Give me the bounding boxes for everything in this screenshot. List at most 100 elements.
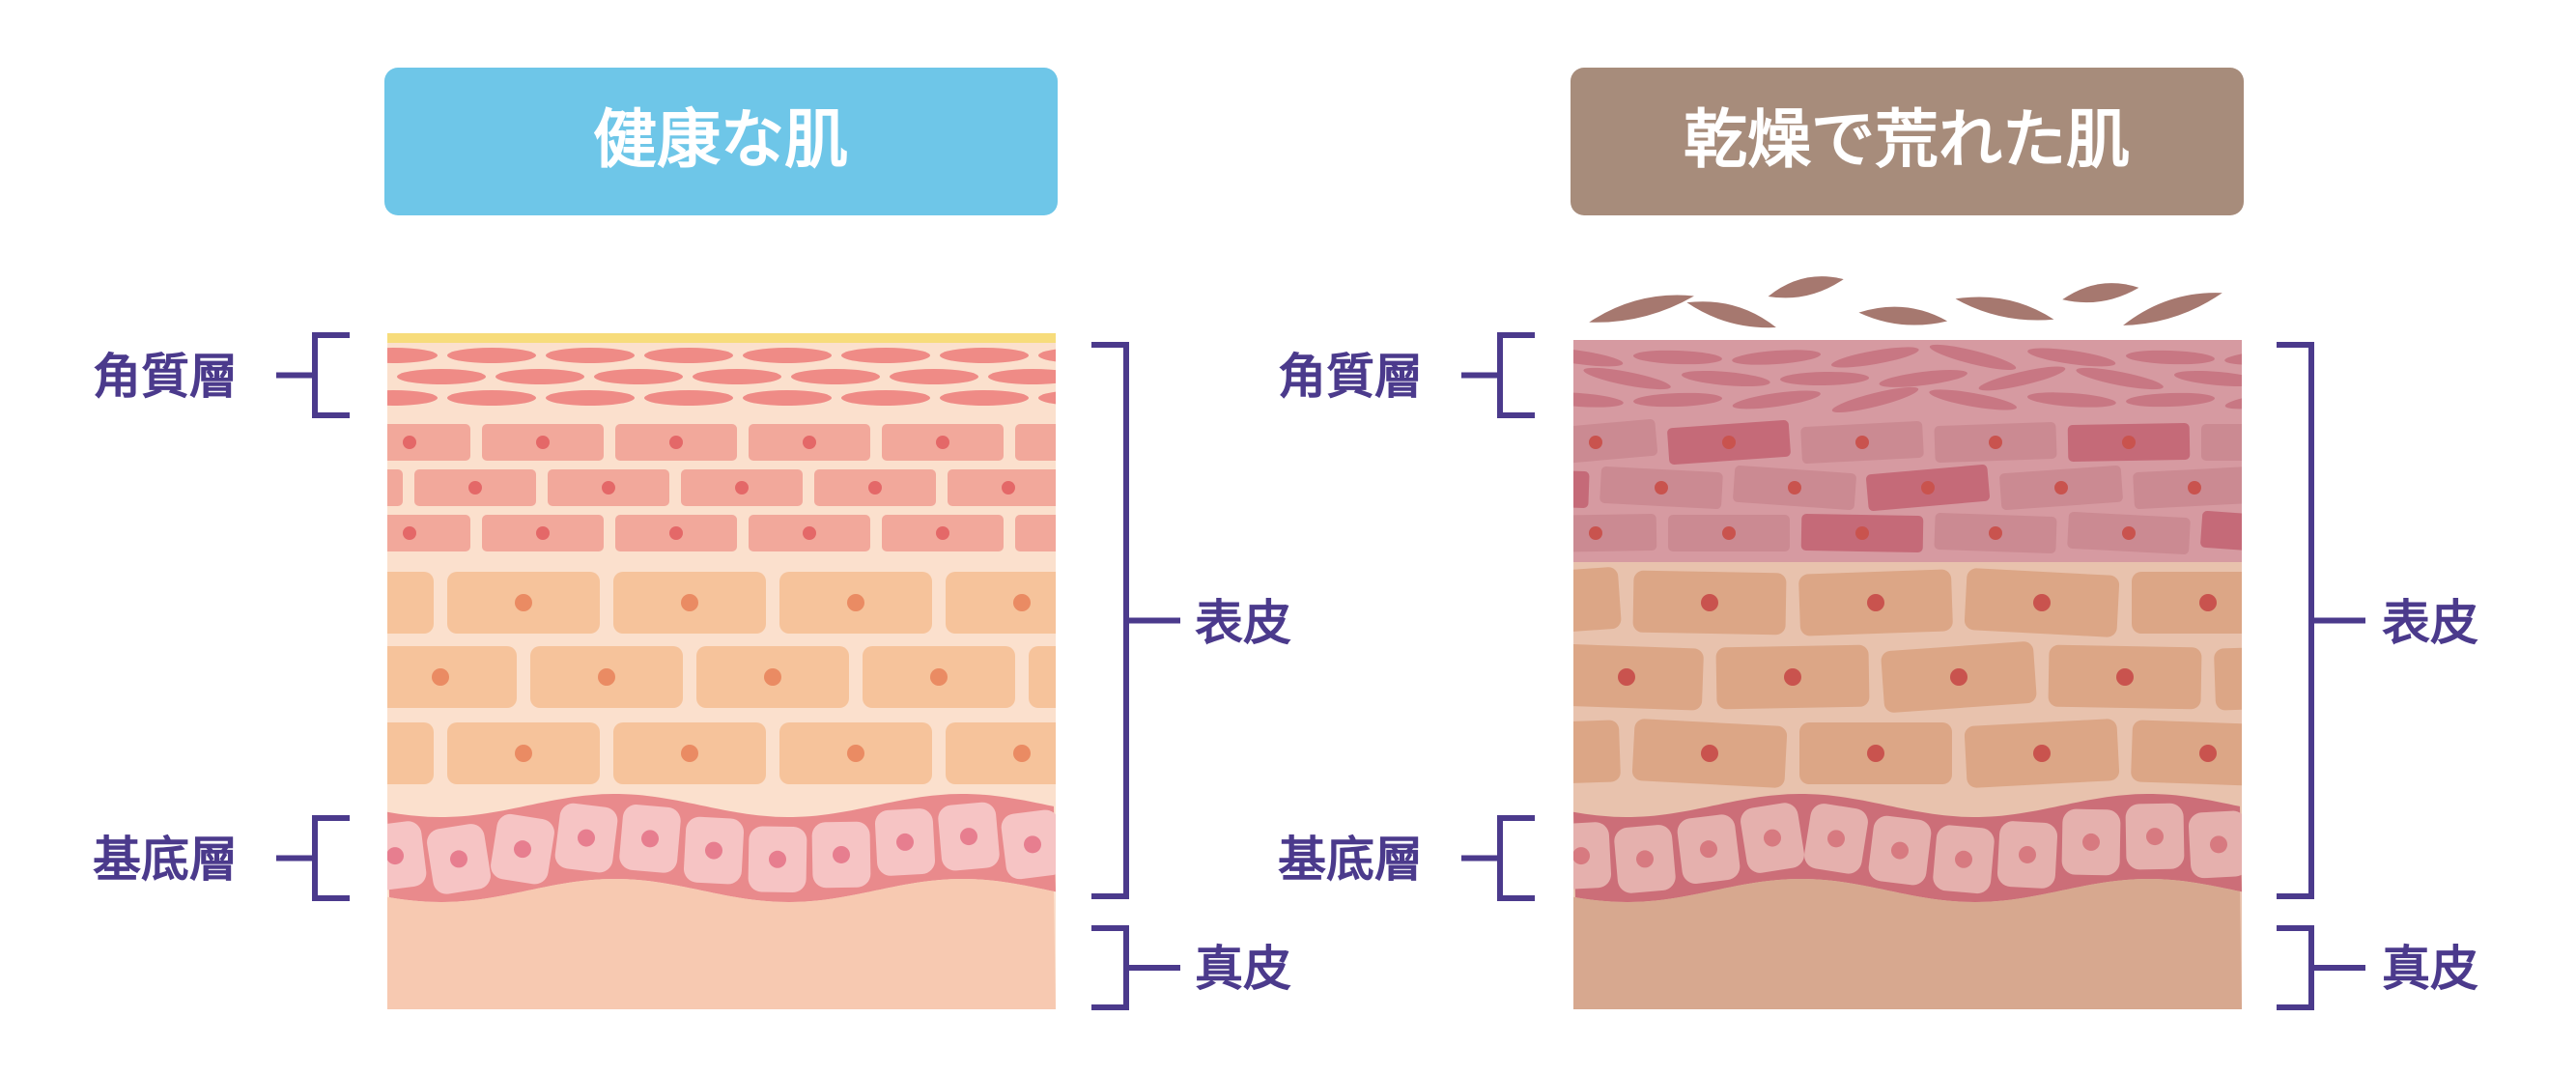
cell-nucleus — [598, 668, 615, 686]
corneum-cell — [397, 369, 486, 384]
corneum-cell — [1633, 392, 1723, 408]
cell-nucleus — [335, 481, 349, 495]
cell-nucleus — [1135, 481, 1148, 495]
cell-nucleus — [1891, 841, 1909, 860]
cell-nucleus — [2321, 481, 2335, 495]
cell-nucleus — [960, 828, 977, 846]
cell-nucleus — [681, 745, 698, 762]
cell-nucleus — [2033, 594, 2051, 611]
cell-nucleus — [769, 850, 786, 868]
cell-nucleus — [896, 833, 914, 851]
cell-nucleus — [1950, 668, 1967, 686]
cell-nucleus — [930, 668, 948, 686]
basal-cell — [1062, 820, 1130, 894]
label-basal-layer-right: 基底層 — [1278, 832, 1423, 888]
corneum-cell — [644, 390, 733, 406]
dry-skin-title: 乾燥で荒れた肌 — [1684, 102, 2130, 177]
cell-nucleus — [2146, 828, 2164, 846]
corneum-cell — [1038, 391, 1056, 405]
cell-nucleus — [2033, 745, 2051, 762]
basal-cell — [2250, 821, 2314, 891]
cell-nucleus — [387, 847, 404, 865]
cell-nucleus — [735, 481, 749, 495]
cell-nucleus — [2365, 594, 2383, 611]
cell-nucleus — [847, 745, 864, 762]
spinous-cell — [946, 572, 1056, 634]
spinous-cell — [1573, 567, 1622, 638]
cell-nucleus — [1764, 829, 1781, 847]
layer-brackets — [276, 332, 2365, 1010]
cell-nucleus — [1722, 436, 1736, 449]
cell-nucleus — [1989, 436, 2002, 449]
bracket-epidermis-left — [1091, 342, 1129, 899]
cell-nucleus — [1069, 526, 1083, 540]
cell-nucleus — [578, 829, 595, 847]
spinous-cell — [2132, 572, 2242, 634]
corneum-cell — [1573, 392, 1624, 408]
cell-nucleus — [1827, 830, 1845, 848]
label-stratum-corneum-left: 角質層 — [93, 349, 238, 405]
cell-nucleus — [1636, 850, 1654, 868]
granular-cell — [2201, 424, 2242, 461]
spinous-cell — [387, 722, 434, 784]
corneum-cell — [1038, 349, 1056, 362]
corneum-cell — [1681, 370, 1770, 387]
granular-cell — [2266, 467, 2389, 508]
cell-nucleus — [2274, 848, 2291, 865]
cell-nucleus — [515, 745, 532, 762]
corneum-cell — [2076, 367, 2164, 390]
corneum-cell — [387, 348, 438, 363]
corneum-cell — [841, 348, 930, 363]
cell-nucleus — [1088, 848, 1105, 865]
bracket-dermis-left — [1091, 925, 1129, 1010]
label-basal-layer-left: 基底層 — [93, 832, 238, 888]
lipid-film — [387, 333, 1056, 343]
cell-nucleus — [2019, 845, 2036, 863]
bracket-epidermis-right — [2277, 342, 2314, 899]
cell-nucleus — [868, 481, 882, 495]
dry-flake — [1858, 306, 1948, 325]
cell-nucleus — [2082, 833, 2100, 851]
spinous-cell — [1382, 642, 1538, 712]
dermis — [1573, 879, 2242, 1009]
cell-nucleus — [2365, 745, 2383, 762]
cell-nucleus — [2122, 436, 2136, 449]
cell-nucleus — [847, 594, 864, 611]
cell-nucleus — [1855, 526, 1869, 540]
spinous-cell — [2297, 721, 2450, 786]
cell-nucleus — [432, 668, 449, 686]
spinous-cell — [387, 572, 434, 634]
corneum-cell — [1583, 367, 1671, 390]
label-stratum-corneum-right: 角質層 — [1278, 349, 1423, 405]
cell-nucleus — [536, 436, 550, 449]
cell-nucleus — [1452, 668, 1469, 686]
cell-nucleus — [1013, 745, 1031, 762]
cell-nucleus — [669, 526, 683, 540]
granular-cell — [387, 469, 403, 506]
cell-nucleus — [349, 594, 366, 611]
corneum-cell — [546, 390, 635, 406]
spinous-cell — [2214, 643, 2242, 711]
cell-nucleus — [514, 840, 531, 859]
spinous-cell — [1029, 646, 1056, 708]
label-dermis-left: 真皮 — [1195, 941, 1291, 997]
corneum-cell — [2273, 371, 2362, 386]
corneum-cell — [2173, 370, 2242, 387]
peeling-flakes — [1589, 276, 2222, 328]
cell-nucleus — [468, 481, 482, 495]
cell-nucleus — [1589, 436, 1602, 449]
corneum-cell — [447, 348, 536, 363]
cell-nucleus — [936, 436, 949, 449]
label-dermis-right: 真皮 — [2382, 941, 2478, 997]
cell-nucleus — [2255, 436, 2269, 449]
corneum-cell — [2026, 392, 2116, 408]
corneum-cell — [1831, 386, 1919, 412]
cell-nucleus — [1024, 835, 1041, 854]
bracket-dermis-right — [2277, 925, 2314, 1010]
cell-nucleus — [2282, 668, 2300, 686]
corneum-cell — [2125, 350, 2215, 365]
dry-skin-title-banner: 乾燥で荒れた肌 — [1571, 68, 2244, 215]
cell-nucleus — [2255, 526, 2269, 540]
corneum-cell — [644, 348, 733, 363]
